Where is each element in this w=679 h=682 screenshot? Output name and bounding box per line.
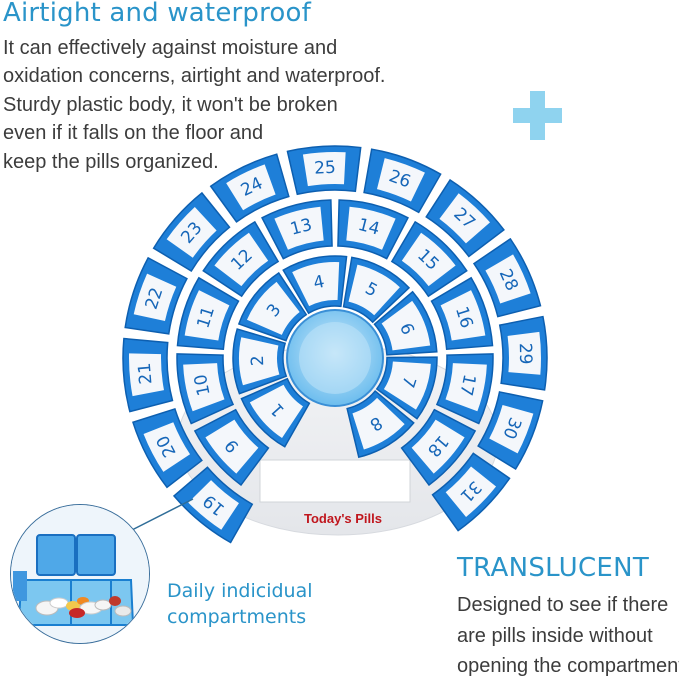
translucent-title: TRANSLUCENT: [457, 553, 650, 583]
compartment-label-panel: [485, 254, 531, 304]
compartment-label-panel: [246, 281, 300, 335]
compartment-number: 17: [455, 372, 479, 397]
compartment-label-panel: [507, 331, 541, 375]
compartment-label-panel: [214, 232, 269, 287]
compartment-label-panel: [411, 419, 465, 474]
compartment-label-panel: [133, 273, 177, 322]
compartment-number: 29: [515, 343, 535, 365]
compartment-label-panel: [348, 264, 400, 316]
compartment-closeup-image: [10, 504, 150, 644]
compartment-label-panel: [249, 384, 303, 439]
compartment-number: 2: [248, 355, 268, 367]
translucent-line: Designed to see if there: [457, 594, 669, 616]
description-line: even if it falls on the floor and: [3, 122, 264, 145]
compartment-label-panel: [183, 363, 225, 412]
compartment-label-panel: [292, 262, 340, 307]
plus-icon: [513, 91, 562, 140]
base-label: Today's Pills: [304, 511, 382, 526]
translucent-line: opening the compartment.: [457, 655, 679, 677]
compartment-number: 21: [135, 362, 157, 385]
compartment-label-panel: [239, 337, 280, 386]
compartment-label-panel: [445, 466, 497, 517]
caption-line: compartments: [167, 606, 307, 628]
compartment-number: 4: [312, 272, 327, 294]
compartment-label-panel: [129, 353, 164, 397]
compartment-label-panel: [302, 152, 346, 187]
caption-line: Daily indicidual: [167, 580, 313, 602]
compartment-label-panel: [376, 158, 425, 202]
compartment-label-panel: [489, 404, 534, 454]
section-title: Airtight and waterproof: [3, 0, 312, 28]
closeup-caption: Daily indicidual compartments: [167, 578, 313, 630]
compartment-label-panel: [346, 206, 396, 250]
base-label-window: [259, 459, 411, 503]
compartment-label-panel: [188, 480, 239, 530]
compartment-label-panel: [439, 193, 491, 244]
translucent-line: are pills inside without: [457, 624, 653, 647]
description-line: keep the pills organized.: [3, 150, 219, 173]
compartment-label-panel: [440, 290, 486, 341]
compartment-label-panel: [274, 206, 324, 250]
compartment-number: 25: [314, 158, 337, 179]
translucent-text: Designed to see if there are pills insid…: [457, 590, 679, 682]
compartment-label-panel: [205, 419, 259, 474]
compartment-label-panel: [226, 164, 276, 211]
compartment-label-panel: [143, 422, 191, 472]
compartment-number: 10: [191, 372, 215, 397]
compartment-label-panel: [166, 207, 217, 258]
compartment-label-panel: [352, 397, 405, 450]
description-line: It can effectively against moisture and: [3, 37, 338, 59]
compartment-label-panel: [383, 361, 431, 410]
compartment-label-panel: [445, 363, 487, 412]
description-text: It can effectively against moisture and …: [3, 34, 386, 176]
compartment-label-panel: [184, 290, 230, 341]
compartment-label-panel: [401, 232, 456, 287]
description-line: oxidation concerns, airtight and waterpr…: [3, 65, 386, 88]
description-line: Sturdy plastic body, it won't be broken: [3, 93, 338, 116]
compartment-label-panel: [381, 300, 431, 351]
